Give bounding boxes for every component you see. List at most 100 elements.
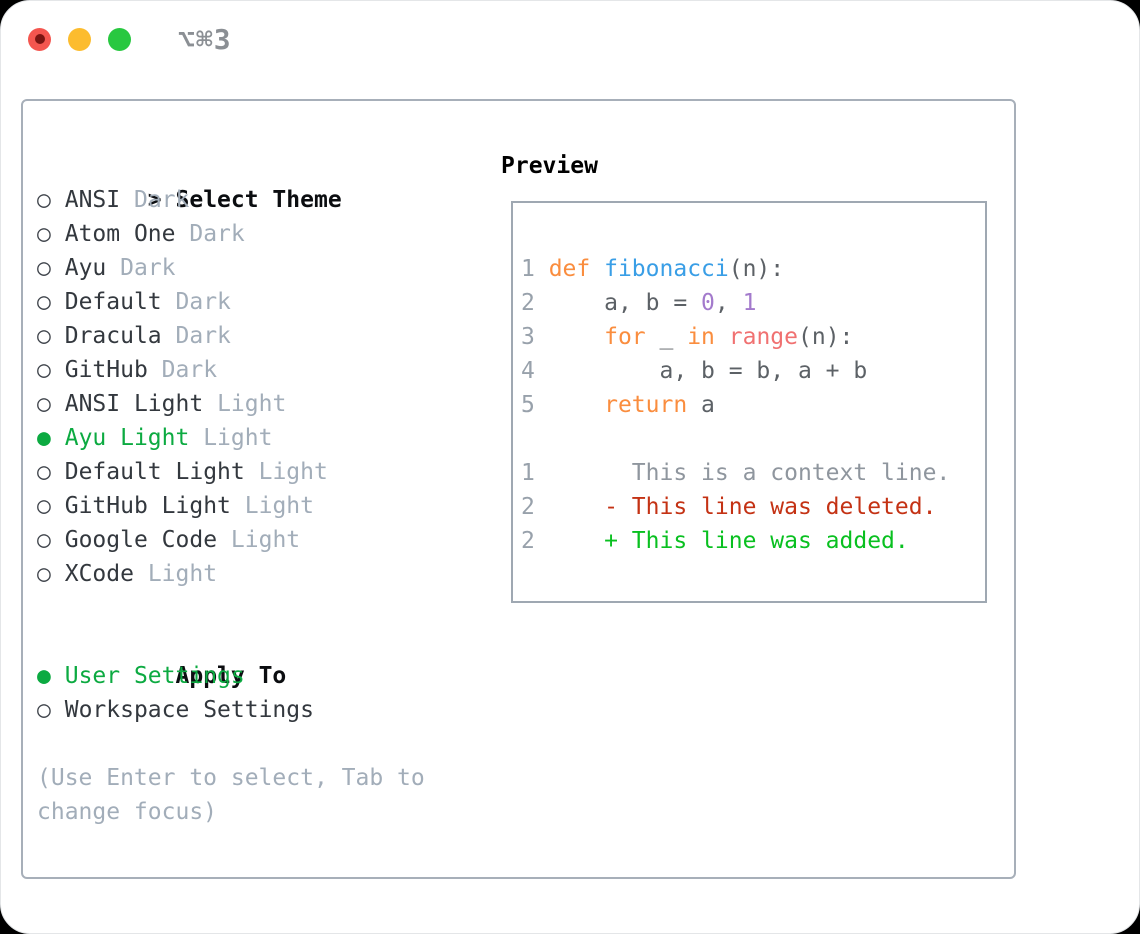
code-token <box>549 324 604 350</box>
select-theme-title: Select Theme <box>175 187 342 213</box>
apply-to-title: Apply To <box>175 663 287 689</box>
minimize-button[interactable] <box>68 27 91 51</box>
theme-name: GitHub <box>64 357 148 383</box>
theme-option-default-dark[interactable]: ○ Default Dark <box>37 285 342 319</box>
code-token: 1 <box>742 290 757 316</box>
preview-line-5: 5 return a <box>521 388 985 422</box>
theme-option-xcode-light[interactable]: ○ XCode Light <box>37 557 342 591</box>
theme-variant: Light <box>244 493 314 519</box>
theme-option-ansi-dark[interactable]: ○ ANSI Dark <box>37 183 342 217</box>
help-line-1: (Use Enter to select, Tab to <box>37 765 425 791</box>
preview-line-4: 4 a, b = b, a + b <box>521 354 985 388</box>
titlebar: ⌥⌘3 <box>1 1 1139 77</box>
help-line-2: change focus) <box>37 799 218 825</box>
theme-name: Ayu <box>64 255 107 281</box>
radio-icon: ○ <box>37 459 51 485</box>
theme-name: Ayu Light <box>64 425 190 451</box>
code-token: 0 <box>701 290 715 316</box>
line-number: 1 <box>521 460 549 486</box>
theme-picker-panel: > Select Theme ○ ANSI Dark○ Atom One Dar… <box>21 99 1016 879</box>
radio-icon: ○ <box>37 289 51 315</box>
zoom-button[interactable] <box>108 27 131 51</box>
radio-icon: ○ <box>37 493 51 519</box>
theme-name: Atom One <box>64 221 176 247</box>
code-token: return <box>604 392 688 418</box>
close-button-dot <box>34 34 45 44</box>
theme-option-ansi-light-light[interactable]: ○ ANSI Light Light <box>37 387 342 421</box>
theme-list: > Select Theme ○ ANSI Dark○ Atom One Dar… <box>37 149 342 591</box>
apply-option-label: User Settings <box>64 663 245 689</box>
preview-line-8: 2 - This line was deleted. <box>521 490 985 524</box>
help-text: (Use Enter to select, Tab to change focu… <box>37 761 425 829</box>
cursor-marker-icon: > <box>147 187 162 213</box>
line-number: 3 <box>521 324 549 350</box>
preview-line-2: 2 a, b = 0, 1 <box>521 286 985 320</box>
theme-option-dracula-dark[interactable]: ○ Dracula Dark <box>37 319 342 353</box>
radio-icon: ○ <box>37 527 51 553</box>
preview-line-9: 2 + This line was added. <box>521 524 985 558</box>
theme-name: ANSI Light <box>64 391 204 417</box>
theme-variant: Light <box>230 527 301 553</box>
code-token: - This line was deleted. <box>548 494 937 520</box>
window-title: ⌥⌘3 <box>178 22 232 56</box>
apply-to-section: Apply To ● User Settings○ Workspace Sett… <box>37 625 314 727</box>
code-token: in <box>687 324 715 350</box>
preview-line-6 <box>521 422 985 456</box>
line-number: 5 <box>521 392 549 418</box>
code-token: a, b = <box>548 290 702 316</box>
theme-option-ayu-dark[interactable]: ○ Ayu Dark <box>37 251 342 285</box>
radio-icon: ○ <box>37 697 51 723</box>
code-token: fibonacci <box>604 256 729 282</box>
theme-variant: Dark <box>120 255 176 281</box>
code-token <box>549 392 604 418</box>
theme-option-github-dark[interactable]: ○ GitHub Dark <box>37 353 342 387</box>
line-number: 2 <box>521 528 549 554</box>
line-number: 1 <box>521 256 549 282</box>
code-token: range <box>728 324 798 350</box>
code-token: a, b = b, a + b <box>548 358 868 384</box>
code-token: , <box>714 290 743 316</box>
preview-title: Preview <box>501 153 598 179</box>
preview-line-3: 3 for _ in range(n): <box>521 320 985 354</box>
code-token: + This line was added. <box>548 528 909 554</box>
theme-name: Default Light <box>64 459 245 485</box>
code-token <box>590 256 604 282</box>
line-number: 2 <box>521 290 549 316</box>
selected-radio-icon: ● <box>37 663 51 689</box>
theme-variant: Dark <box>161 357 218 383</box>
radio-icon: ○ <box>37 221 51 247</box>
radio-icon: ○ <box>37 255 51 281</box>
apply-option-workspace-settings[interactable]: ○ Workspace Settings <box>37 693 314 727</box>
code-token: This is a context line. <box>548 460 951 486</box>
apply-option-label: Workspace Settings <box>64 697 314 723</box>
theme-name: ANSI <box>64 187 121 213</box>
theme-option-atom-one-dark[interactable]: ○ Atom One Dark <box>37 217 342 251</box>
radio-icon: ○ <box>37 323 51 349</box>
theme-name: Google Code <box>64 527 218 553</box>
theme-variant: Light <box>217 391 287 417</box>
apply-option-user-settings[interactable]: ● User Settings <box>37 659 314 693</box>
selected-radio-icon: ● <box>37 425 51 451</box>
theme-variant: Dark <box>133 187 190 213</box>
select-theme-header: > Select Theme <box>37 149 342 213</box>
radio-icon: ○ <box>37 561 51 587</box>
theme-option-ayu-light-light[interactable]: ● Ayu Light Light <box>37 421 342 455</box>
code-token: _ <box>645 324 688 350</box>
radio-icon: ○ <box>37 391 51 417</box>
apply-to-header: Apply To <box>37 625 314 689</box>
preview-line-1: 1 def fibonacci(n): <box>521 252 985 286</box>
code-token <box>715 324 729 350</box>
close-button[interactable] <box>28 27 51 51</box>
theme-name: XCode <box>64 561 134 587</box>
preview-line-7: 1 This is a context line. <box>521 456 985 490</box>
theme-option-github-light-light[interactable]: ○ GitHub Light Light <box>37 489 342 523</box>
theme-variant: Light <box>147 561 218 587</box>
theme-variant: Dark <box>175 289 231 315</box>
theme-name: Default <box>64 289 162 315</box>
theme-option-google-code-light[interactable]: ○ Google Code Light <box>37 523 342 557</box>
theme-variant: Light <box>203 425 273 451</box>
theme-variant: Light <box>258 459 328 485</box>
theme-option-default-light-light[interactable]: ○ Default Light Light <box>37 455 342 489</box>
code-token: a <box>687 392 715 418</box>
